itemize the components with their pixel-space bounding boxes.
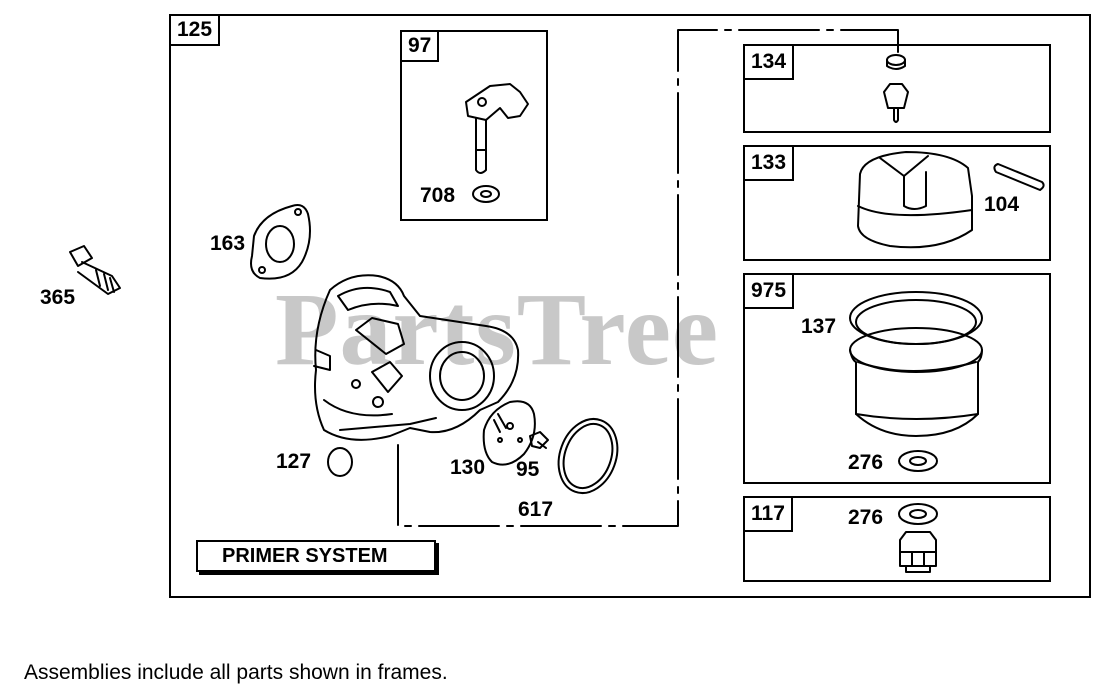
part-label-137: 137 xyxy=(801,315,837,338)
watermark-text: PartsTree xyxy=(275,272,720,387)
part-label-276-b: 276 xyxy=(848,506,884,529)
frame-label-117: 117 xyxy=(743,496,793,532)
bolt-365-icon xyxy=(69,245,121,295)
part-label-95: 95 xyxy=(516,458,540,481)
frame-97 xyxy=(400,30,548,221)
primer-system-label: PRIMER SYSTEM xyxy=(196,540,436,572)
part-label-104: 104 xyxy=(984,193,1020,216)
part-label-276-a: 276 xyxy=(848,451,884,474)
part-label-163: 163 xyxy=(210,232,246,255)
washer-276-a-icon xyxy=(898,450,938,472)
frame-label-133: 133 xyxy=(743,145,795,181)
washer-708-icon xyxy=(472,185,500,203)
float-133-icon xyxy=(857,151,973,249)
carburetor-body-icon xyxy=(313,274,520,441)
needle-seat-134-icon xyxy=(883,54,909,123)
choke-shaft-97-icon xyxy=(465,83,529,174)
welch-plug-127-icon xyxy=(327,447,353,477)
frame-label-134: 134 xyxy=(743,44,795,80)
frame-133 xyxy=(743,145,1051,261)
gasket-163-icon xyxy=(250,204,311,280)
part-label-708: 708 xyxy=(420,184,456,207)
assemblies-footnote: Assemblies include all parts shown in fr… xyxy=(24,661,448,684)
frame-975 xyxy=(743,273,1051,484)
frame-main-assembly xyxy=(169,14,1091,598)
connector-line xyxy=(397,29,899,527)
throttle-plate-130-icon xyxy=(482,400,536,466)
part-label-130: 130 xyxy=(450,456,486,479)
pin-104-icon xyxy=(993,163,1045,191)
part-label-365: 365 xyxy=(40,286,76,309)
part-label-617: 617 xyxy=(518,498,554,521)
frame-label-975: 975 xyxy=(743,273,795,309)
bowl-bolt-117-icon xyxy=(898,503,938,573)
frame-label-97: 97 xyxy=(400,30,440,62)
screw-95-icon xyxy=(529,431,549,449)
frame-117 xyxy=(743,496,1051,582)
float-bowl-975-icon xyxy=(849,291,983,437)
part-label-127: 127 xyxy=(276,450,312,473)
frame-label-main: 125 xyxy=(169,14,221,46)
gasket-617-icon xyxy=(557,418,619,494)
